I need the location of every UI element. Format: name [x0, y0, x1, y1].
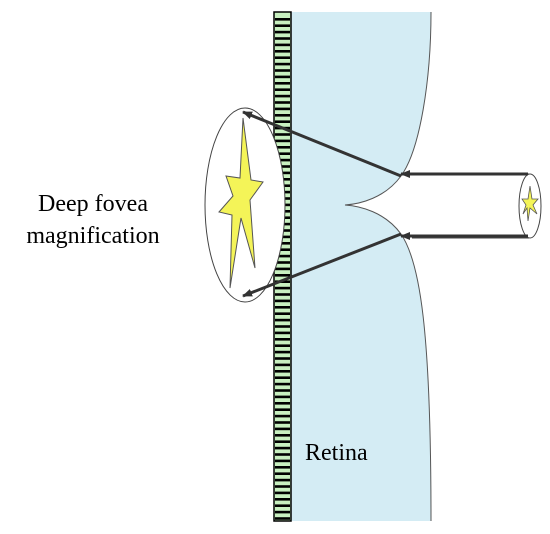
photoreceptor-divider — [275, 350, 290, 354]
photoreceptor-divider — [275, 459, 290, 463]
photoreceptor-divider — [275, 286, 290, 290]
photoreceptor-divider — [275, 107, 290, 111]
caption-line-2: magnification — [26, 223, 160, 249]
retina-label: Retina — [305, 440, 368, 466]
photoreceptor-divider — [275, 101, 290, 104]
photoreceptor-divider — [275, 306, 290, 309]
photoreceptor-divider — [275, 414, 290, 418]
photoreceptor-divider — [275, 510, 290, 514]
diagram-caption: Deep fovea magnification — [8, 188, 178, 252]
photoreceptor-divider — [275, 30, 290, 34]
photoreceptor-divider — [275, 408, 290, 411]
caption-line-1: Deep fovea — [38, 191, 148, 217]
magnified-star-icon — [218, 117, 264, 289]
ray-lower-diagonal — [242, 232, 402, 298]
photoreceptor-divider — [275, 43, 290, 47]
photoreceptor-divider — [275, 363, 290, 367]
photoreceptor-divider — [275, 152, 290, 155]
photoreceptor-divider — [275, 242, 290, 245]
photoreceptor-divider — [275, 312, 290, 315]
photoreceptor-divider — [275, 62, 290, 66]
photoreceptor-divider — [275, 376, 290, 379]
photoreceptor-divider — [275, 440, 290, 443]
photoreceptor-divider — [275, 427, 290, 431]
photoreceptor-divider — [275, 395, 290, 399]
photoreceptor-divider — [275, 254, 290, 258]
photoreceptor-divider — [275, 331, 290, 335]
photoreceptor-divider — [275, 158, 290, 162]
photoreceptor-divider — [275, 485, 290, 488]
photoreceptor-divider — [275, 94, 290, 98]
photoreceptor-divider — [275, 517, 290, 520]
photoreceptor-divider — [275, 274, 290, 277]
photoreceptor-divider — [275, 133, 290, 136]
photoreceptor-divider — [275, 146, 290, 149]
photoreceptor-divider — [275, 267, 290, 271]
photoreceptor-divider — [275, 446, 290, 450]
photoreceptor-divider — [275, 24, 290, 27]
photoreceptor-divider — [275, 18, 290, 21]
photoreceptor-divider — [275, 299, 290, 303]
photoreceptor-strip — [273, 11, 292, 522]
object-star-icon — [521, 185, 539, 222]
photoreceptor-divider — [275, 88, 290, 91]
photoreceptor-divider — [275, 434, 290, 437]
photoreceptor-divider — [275, 402, 290, 405]
photoreceptor-divider — [275, 165, 290, 168]
retina-outline — [344, 11, 432, 522]
photoreceptor-divider — [275, 82, 290, 85]
photoreceptor-divider — [275, 139, 290, 143]
photoreceptor-divider — [275, 382, 290, 386]
photoreceptor-divider — [275, 389, 290, 392]
photoreceptor-divider — [275, 370, 290, 373]
photoreceptor-divider — [275, 318, 290, 322]
photoreceptor-divider — [275, 69, 290, 72]
photoreceptor-divider — [275, 75, 290, 79]
photoreceptor-divider — [275, 325, 290, 328]
photoreceptor-divider — [275, 344, 290, 347]
photoreceptor-divider — [275, 357, 290, 360]
photoreceptor-divider — [275, 261, 290, 264]
light-cylinder — [412, 173, 529, 239]
photoreceptor-divider — [275, 120, 290, 123]
photoreceptor-divider — [275, 472, 290, 475]
photoreceptor-divider — [275, 421, 290, 424]
photoreceptor-divider — [275, 504, 290, 507]
photoreceptor-divider — [275, 114, 290, 117]
photoreceptor-divider — [275, 50, 290, 53]
photoreceptor-divider — [275, 338, 290, 341]
photoreceptor-divider — [275, 37, 290, 40]
photoreceptor-divider — [275, 478, 290, 482]
retina-layer — [291, 12, 431, 521]
ray-upper-diagonal — [242, 110, 402, 178]
photoreceptor-divider — [275, 453, 290, 456]
photoreceptor-divider — [275, 56, 290, 59]
photoreceptor-divider — [275, 248, 290, 251]
photoreceptor-divider — [275, 466, 290, 469]
photoreceptor-divider — [275, 293, 290, 296]
photoreceptor-divider — [275, 491, 290, 495]
photoreceptor-divider — [275, 498, 290, 501]
